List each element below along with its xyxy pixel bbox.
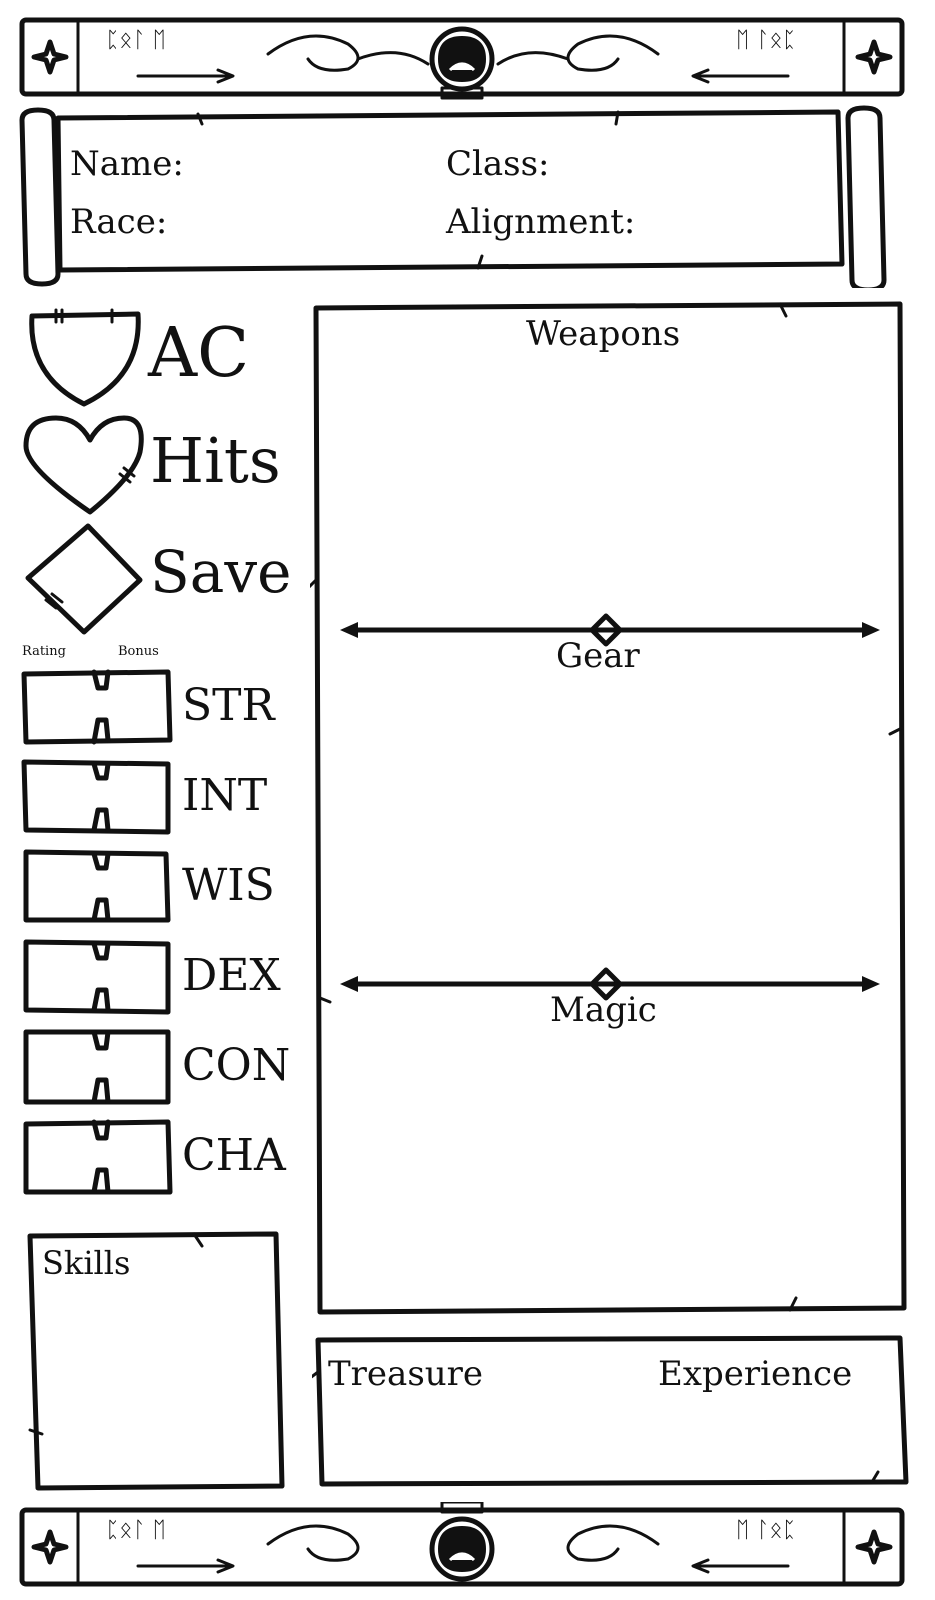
ac-label: AC <box>148 314 250 393</box>
str-rating-field[interactable] <box>26 674 92 740</box>
race-field[interactable] <box>198 200 438 248</box>
ability-row-con: CON <box>18 1024 308 1110</box>
ability-label: INT <box>182 770 268 821</box>
experience-label: Experience <box>658 1354 853 1394</box>
experience-field[interactable] <box>658 1404 894 1474</box>
ac-block: AC <box>20 306 300 414</box>
name-label: Name: <box>70 144 184 184</box>
ability-label: CON <box>182 1040 291 1091</box>
rating-header: Rating <box>22 644 66 659</box>
int-rating-field[interactable] <box>26 764 92 830</box>
save-block: Save <box>20 520 300 638</box>
diamond-icon <box>25 523 143 635</box>
magic-field[interactable] <box>326 1040 894 1298</box>
top-banner: ᛈᛟᛚ ᛖ ᛖ ᛚᛟᛈ <box>18 14 918 104</box>
con-bonus-field[interactable] <box>110 1034 168 1100</box>
skills-box: Skills <box>24 1230 288 1494</box>
class-field[interactable] <box>586 142 836 190</box>
magic-label: Magic <box>550 990 657 1030</box>
treasure-experience-box: Treasure Experience <box>312 1332 912 1490</box>
bottom-banner: ᛈᛟᛚ ᛖ ᛖ ᛚᛟᛈ <box>18 1502 918 1594</box>
weapons-field[interactable] <box>326 364 894 614</box>
save-field[interactable] <box>50 550 126 610</box>
treasure-field[interactable] <box>328 1404 618 1474</box>
race-label: Race: <box>70 202 168 242</box>
bonus-header: Bonus <box>118 644 159 659</box>
alignment-label: Alignment: <box>446 202 636 242</box>
name-field[interactable] <box>208 142 438 190</box>
divider-1 <box>340 613 880 647</box>
ability-list: STR INT WIS DEX CON <box>18 664 308 1204</box>
ability-row-dex: DEX <box>18 934 308 1020</box>
inventory-panel: Weapons Gear Magic <box>310 298 910 1318</box>
dex-rating-field[interactable] <box>26 944 92 1010</box>
class-label: Class: <box>446 144 550 184</box>
gear-label: Gear <box>556 636 640 676</box>
alignment-field[interactable] <box>654 200 836 248</box>
ability-row-wis: WIS <box>18 844 308 930</box>
banner-glyphs-left: ᛈᛟᛚ ᛖ <box>106 28 166 53</box>
int-bonus-field[interactable] <box>110 764 168 830</box>
treasure-label: Treasure <box>328 1354 484 1394</box>
ability-label: DEX <box>182 950 281 1001</box>
skills-field[interactable] <box>40 1286 272 1478</box>
str-bonus-field[interactable] <box>110 674 168 740</box>
cha-bonus-field[interactable] <box>110 1124 168 1190</box>
weapons-label: Weapons <box>526 314 681 354</box>
gear-field[interactable] <box>326 686 894 968</box>
cha-rating-field[interactable] <box>26 1124 92 1190</box>
hits-field[interactable] <box>34 424 134 504</box>
hits-block: Hits <box>20 412 300 522</box>
ac-field[interactable] <box>34 318 134 398</box>
ability-row-int: INT <box>18 754 308 840</box>
ability-row-cha: CHA <box>18 1114 308 1200</box>
dex-bonus-field[interactable] <box>110 944 168 1010</box>
ability-label: WIS <box>182 860 275 911</box>
shield-icon <box>29 311 141 407</box>
save-label: Save <box>150 538 292 606</box>
banner-glyphs-right-bottom: ᛖ ᛚᛟᛈ <box>736 1518 796 1543</box>
banner-glyphs-left-bottom: ᛈᛟᛚ ᛖ <box>106 1518 166 1543</box>
skills-label: Skills <box>42 1244 131 1282</box>
ability-label: CHA <box>182 1130 286 1181</box>
hits-label: Hits <box>150 424 281 497</box>
banner-glyphs-right: ᛖ ᛚᛟᛈ <box>736 28 796 53</box>
ability-label: STR <box>182 680 275 731</box>
ability-row-str: STR <box>18 664 308 750</box>
wis-rating-field[interactable] <box>26 854 92 920</box>
divider-2 <box>340 967 880 1001</box>
wis-bonus-field[interactable] <box>110 854 168 920</box>
heart-icon <box>23 415 144 515</box>
con-rating-field[interactable] <box>26 1034 92 1100</box>
character-info-scroll: Name: Class: Race: Alignment: <box>18 104 902 288</box>
